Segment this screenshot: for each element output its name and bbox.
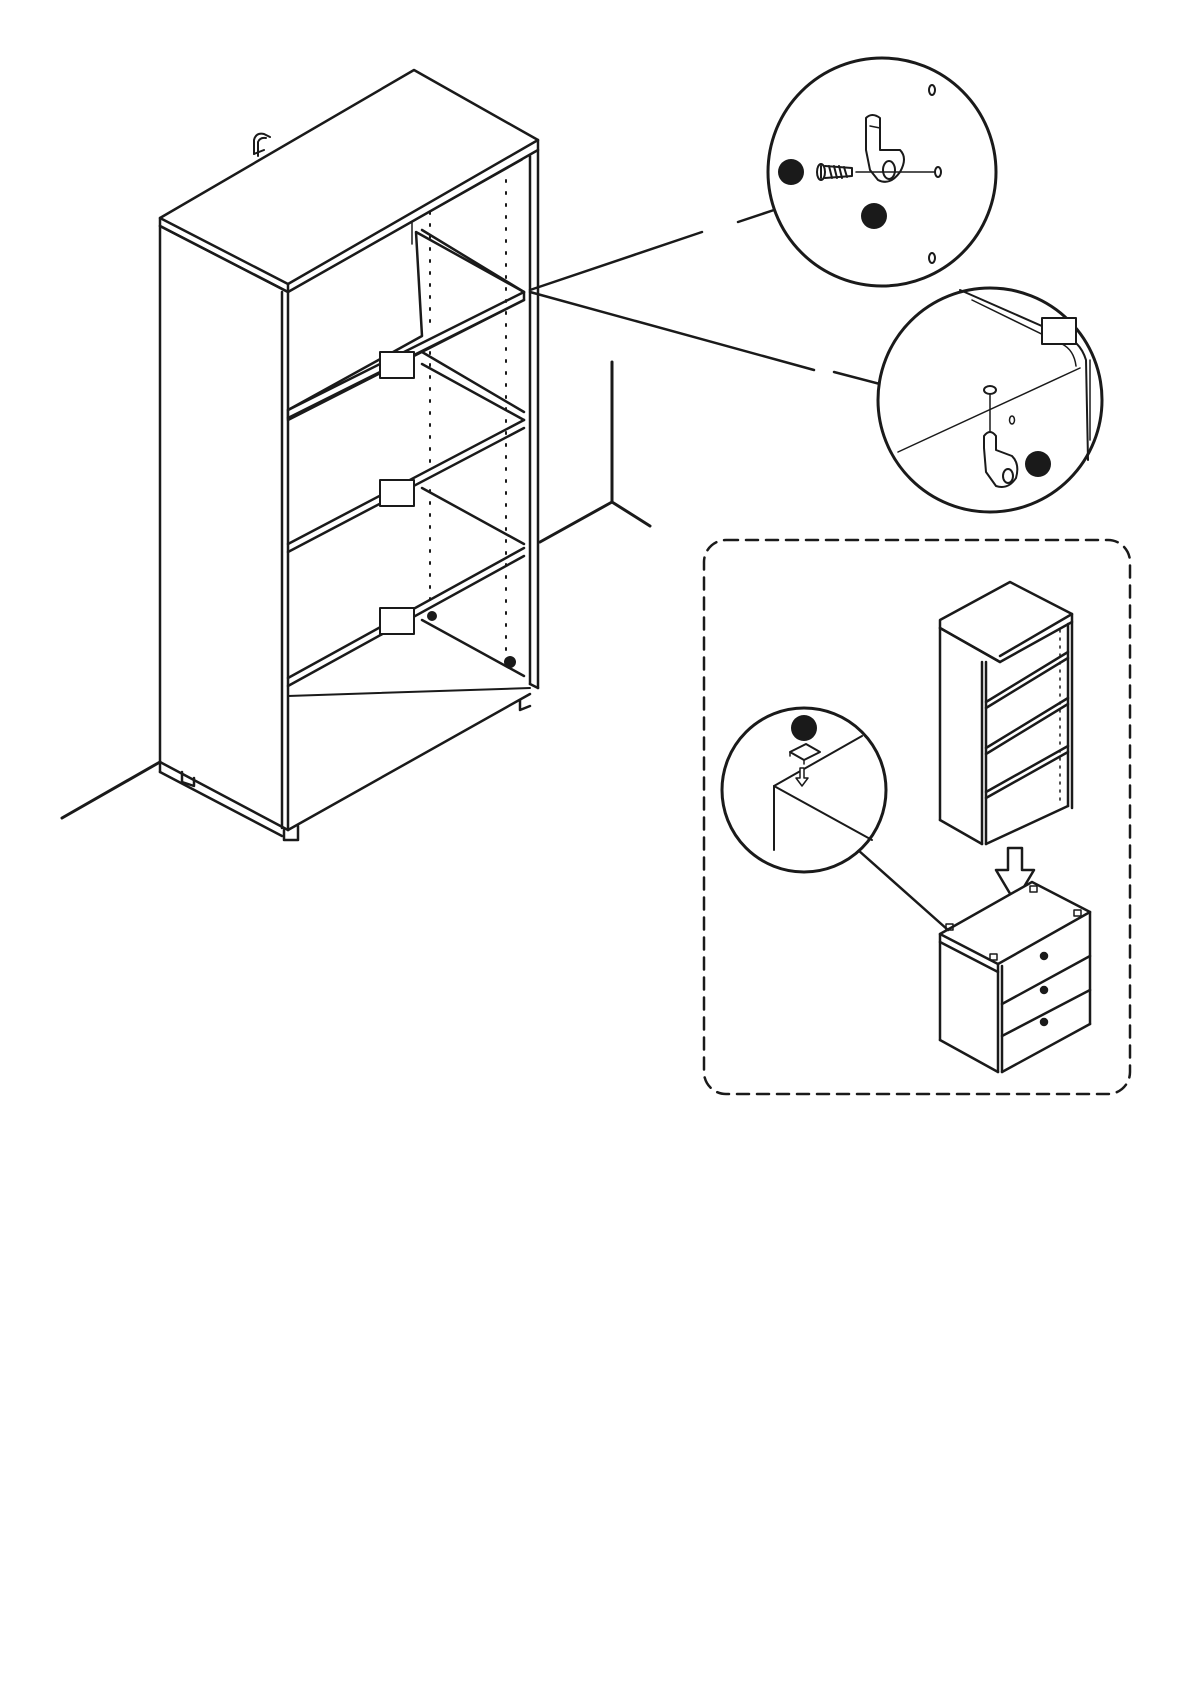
part-marker-pad bbox=[791, 715, 817, 741]
bottom-panel bbox=[288, 688, 530, 696]
top-panel bbox=[160, 70, 538, 292]
part-marker-pin bbox=[1025, 451, 1051, 477]
shelf-label-box-1 bbox=[380, 352, 414, 378]
left-side-panel bbox=[160, 226, 298, 840]
part-marker-screw bbox=[778, 159, 804, 185]
part-marker-support bbox=[861, 203, 887, 229]
stacking-detail-box bbox=[704, 540, 1130, 1094]
shelf-label-box-3 bbox=[380, 608, 414, 634]
detail-label-box bbox=[1042, 318, 1076, 344]
cam-holes bbox=[428, 612, 515, 667]
detail-pin-insertion bbox=[878, 288, 1102, 512]
wall-connector bbox=[254, 134, 270, 156]
bookcase-main bbox=[62, 70, 650, 840]
shelf-label-box-2 bbox=[380, 480, 414, 506]
floor-lines bbox=[62, 362, 650, 818]
detail-shelf-support bbox=[768, 58, 996, 286]
